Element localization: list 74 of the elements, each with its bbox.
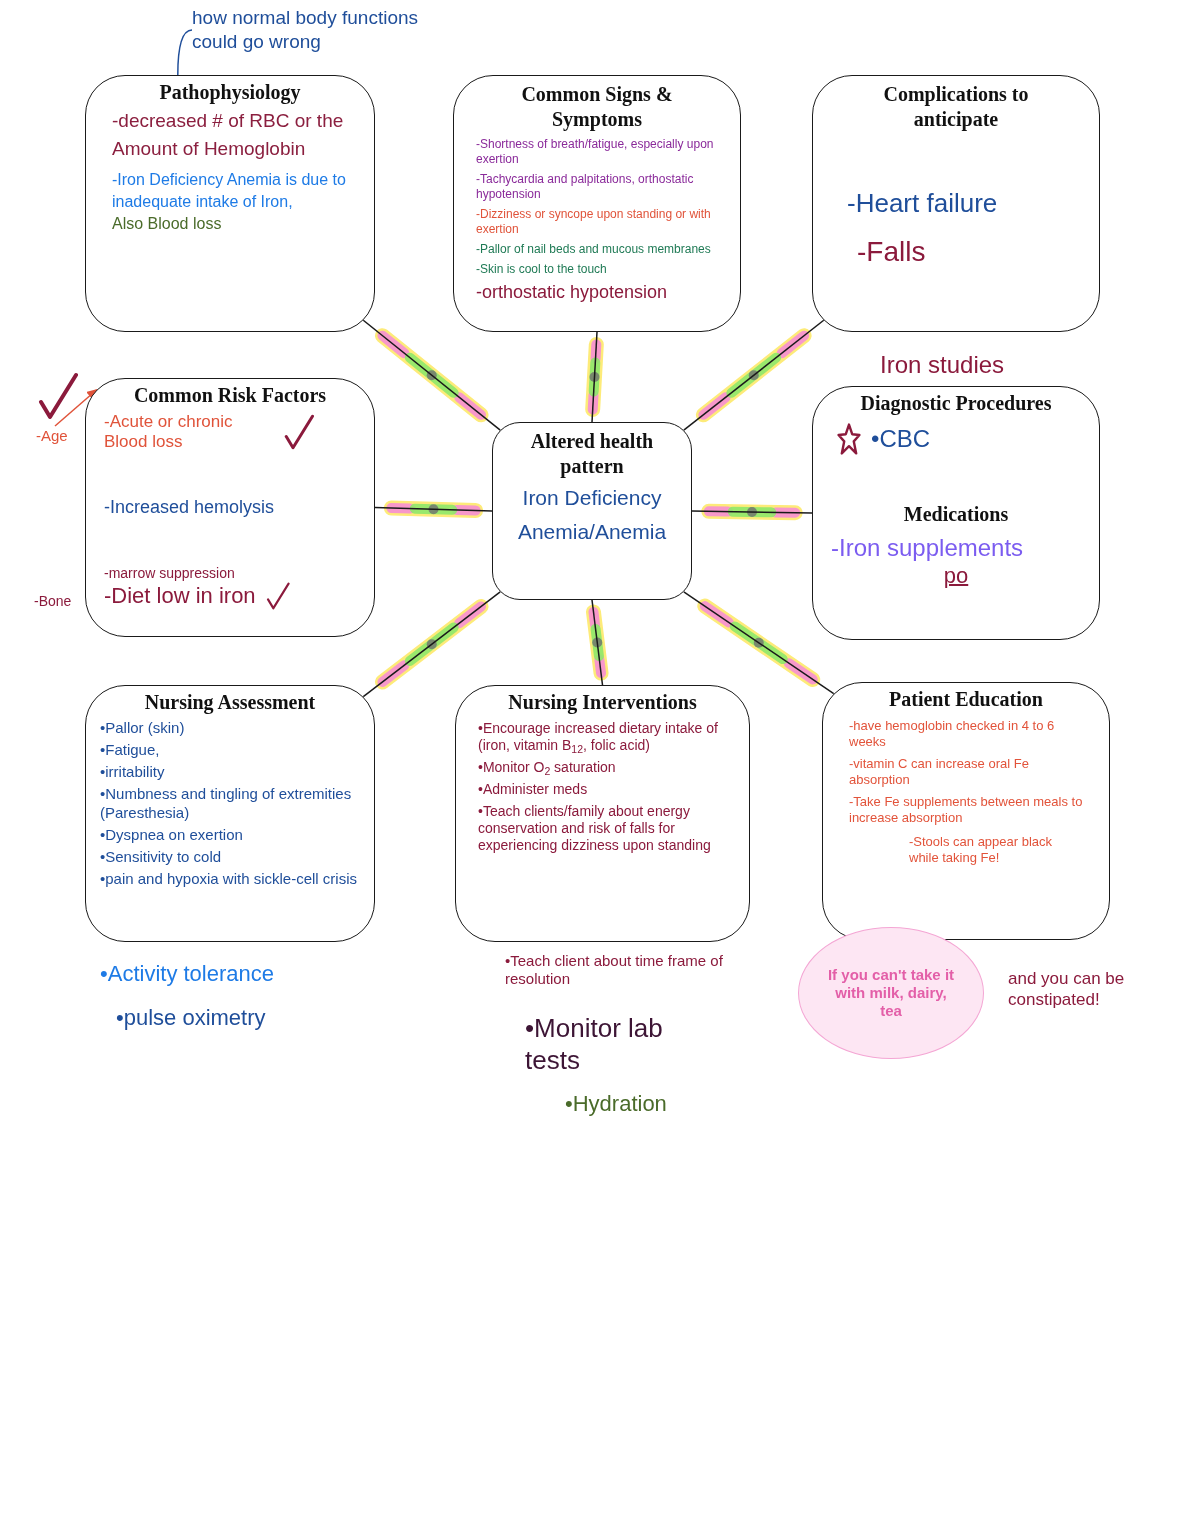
box-heading: Pathophysiology (159, 80, 301, 105)
connector-line (362, 319, 501, 431)
handwritten-note: and you can be constipated! (1008, 968, 1126, 1010)
handwritten-note: •Hydration (565, 1090, 667, 1118)
handwritten-note: •Teach client about time frame of resolution (505, 952, 724, 988)
concept-box (455, 685, 750, 942)
box-heading: Medications (903, 502, 1009, 527)
handwritten-note: •Fatigue, (100, 740, 160, 759)
handwritten-note: -have hemoglobin checked in 4 to 6 weeks (849, 718, 1056, 750)
handwritten-note: -Bone (34, 592, 72, 610)
handwritten-note: •Encourage increased dietary intake of (iron, vitamin B$_{12}$, folic acid) (478, 720, 719, 754)
handwritten-note: po (943, 563, 969, 589)
handwritten-note: •Activity tolerance (100, 960, 274, 988)
handwritten-note: -Iron Deficiency Anemia is due to inadequate intake of Iron, (112, 170, 347, 212)
handwritten-note: If you can't take it with milk, dairy, tea (827, 966, 955, 1020)
handwritten-note: Also Blood loss (112, 214, 222, 234)
handwritten-note: -marrow suppression (104, 564, 235, 582)
handwritten-note: •Sensitivity to cold (100, 847, 222, 866)
handwritten-note: •Pallor (skin) (100, 718, 185, 737)
concept-box (85, 75, 375, 332)
box-heading: Common Signs & Symptoms (520, 82, 674, 132)
handwritten-note: -Stools can appear black while taking Fe! (909, 834, 1054, 866)
handwritten-note: •pulse oximetry (116, 1004, 266, 1032)
connector-line (591, 599, 604, 686)
box-heading: Common Risk Factors (133, 383, 327, 408)
handwritten-note: -Skin is cool to the touch (476, 262, 607, 277)
handwritten-note: -decreased # of RBC or the Amount of Hemoglobin (112, 109, 345, 161)
handwritten-note: •Teach clients/family about energy conservation and risk of falls for experiencing dizziness upon standing (478, 803, 712, 854)
handwritten-note: how normal body functions could go wrong (192, 6, 454, 54)
connector-line (683, 591, 835, 695)
handwritten-note: -Dizziness or syncope upon standing or with exertion (476, 207, 712, 237)
concept-box (85, 685, 375, 942)
concept-box (812, 386, 1100, 640)
handwritten-note: -Take Fe supplements between meals to increase absorption (849, 794, 1083, 826)
central-concept-box (492, 422, 692, 600)
handwritten-note: Iron Deficiency Anemia/Anemia (516, 485, 668, 545)
handwritten-note: •Monitor O$_{2}$ saturation (478, 759, 616, 776)
handwritten-note: -Age (36, 426, 68, 446)
handwritten-note: -Acute or chronic Blood loss (104, 412, 234, 452)
box-heading: Complications to anticipate (882, 82, 1030, 132)
concept-box (453, 75, 741, 332)
connector-line (591, 331, 598, 423)
handwritten-note: •irritability (100, 762, 165, 781)
handwritten-note: -Shortness of breath/fatigue, especially upon exertion (476, 137, 715, 167)
box-heading: Altered health pattern (529, 429, 655, 479)
connector-line (691, 510, 813, 514)
handwritten-note: •Administer meds (478, 781, 588, 798)
box-heading: Diagnostic Procedures (860, 391, 1052, 416)
handwritten-note: -Diet low in iron (104, 583, 256, 609)
arrow (54, 388, 98, 427)
handwritten-note: -vitamin C can increase oral Fe absorption (849, 756, 1030, 788)
connector-line (177, 29, 193, 76)
connector-line (374, 506, 493, 512)
box-heading: Patient Education (889, 687, 1043, 712)
connector-line (362, 591, 501, 698)
handwritten-note: -orthostatic hypotension (476, 281, 668, 303)
concept-box (822, 682, 1110, 940)
handwritten-note: -Increased hemolysis (104, 496, 275, 518)
handwritten-note: •Numbness and tingling of extremities (Paresthesia) (100, 784, 353, 822)
handwritten-note: •CBC (871, 424, 931, 454)
handwritten-note: -Iron supplements (831, 533, 1024, 563)
handwritten-note: •Monitor lab tests (525, 1012, 664, 1076)
concept-box (85, 378, 375, 637)
handwritten-note: Iron studies (880, 350, 1005, 380)
connector-line (683, 319, 825, 431)
handwritten-note: •Dyspnea on exertion (100, 825, 243, 844)
box-heading: Nursing Interventions (508, 690, 697, 715)
concept-box (812, 75, 1100, 332)
handwritten-note: -Heart failure (847, 188, 998, 218)
handwritten-note: -Tachycardia and palpitations, orthostatic hypotension (476, 172, 695, 202)
box-heading: Nursing Assessment (144, 690, 316, 715)
handwritten-note: •pain and hypoxia with sickle-cell crisis (100, 869, 358, 888)
handwritten-note: -Falls (857, 236, 926, 268)
handwritten-note: -Pallor of nail beds and mucous membranes (476, 242, 711, 257)
